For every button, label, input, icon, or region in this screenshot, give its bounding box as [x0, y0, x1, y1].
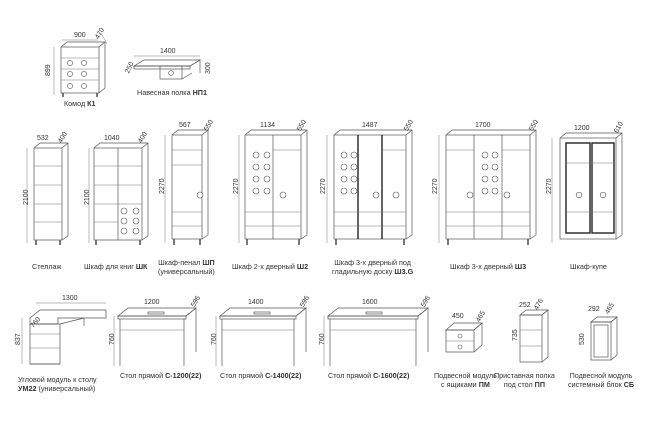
s1400-caption: Стол прямой С-1400(22): [220, 371, 302, 380]
komod-drawing: 900 470 899: [45, 27, 108, 97]
s1400-height: 760: [211, 333, 218, 345]
s1200-drawing: 1200 596 760: [109, 295, 202, 366]
stellazh-drawing: 532 400 2100: [23, 131, 69, 245]
um22-drawing: 1300 837 760: [15, 295, 107, 365]
sh3-drawing: 1700 550 2270: [432, 119, 540, 245]
pp-width: 252: [519, 302, 531, 309]
sh2-caption: Шкаф 2-х дверный Ш2: [232, 262, 309, 271]
sb-width: 292: [588, 306, 600, 313]
sh3-depth: 550: [528, 119, 540, 133]
s1600-code: С-1600(22): [373, 371, 410, 380]
shkaf-knig-height: 2100: [84, 189, 91, 205]
sh2-width: 1134: [260, 122, 275, 129]
polka-code: НП1: [192, 88, 207, 97]
sb-depth: 465: [604, 302, 616, 316]
sh3g-depth: 550: [403, 119, 415, 133]
shkaf-knig-code: ШК: [135, 262, 148, 271]
penal-code: ШП: [202, 258, 215, 267]
stellazh-height: 2100: [23, 189, 30, 205]
um22-height: 837: [15, 333, 22, 345]
um22-caption: Угловой модуль к столу УМ22 (универсальн…: [18, 375, 97, 393]
sh3g-drawing: 1487 550 2270: [320, 119, 415, 245]
sh3g-width: 1487: [362, 122, 378, 129]
s1600-caption: Стол прямой С-1600(22): [328, 371, 410, 380]
s1200-depth: 596: [190, 295, 202, 309]
sb-code: СБ: [623, 379, 635, 389]
um22-width: 1300: [62, 295, 78, 302]
polka-drawing: 1400 250 300: [124, 48, 212, 80]
shkaf-knig-width: 1040: [104, 135, 120, 142]
um22-code: УМ22: [18, 383, 37, 393]
s1600-depth: 596: [420, 295, 432, 309]
pm-drawing: 450 465: [445, 310, 487, 353]
sh3g-height: 2270: [320, 178, 327, 194]
s1200-width: 1200: [144, 299, 160, 306]
polka-width: 1400: [160, 48, 176, 55]
pm-depth: 465: [475, 310, 487, 324]
komod-depth: 470: [94, 27, 106, 41]
komod-caption: Комод К1: [64, 99, 96, 108]
sh3g-code: Ш3.G: [394, 266, 414, 276]
sh2-drawing: 1134 550 2270: [233, 119, 308, 245]
s1400-width: 1400: [248, 299, 264, 306]
penal-caption: Шкаф-пенал ШП (универсальный): [158, 258, 215, 276]
penal-width: 567: [179, 122, 191, 129]
sh3-width: 1700: [475, 122, 491, 129]
penal-drawing: 567 550 2270: [159, 119, 215, 245]
pm-width: 450: [452, 313, 464, 320]
kupe-caption: Шкаф-купе: [570, 262, 607, 271]
kupe-width: 1200: [574, 125, 590, 132]
s1600-height: 760: [319, 333, 326, 345]
s1400-drawing: 1400 596 760: [211, 295, 311, 366]
pp-caption: Приставная полка под стол ПП: [494, 371, 555, 389]
polka-height: 300: [205, 62, 212, 74]
pm-caption: Подвесной модуль с ящиками ПМ: [434, 371, 497, 389]
sh3-code: Ш3: [514, 262, 527, 271]
kupe-depth: 610: [613, 121, 625, 135]
stellazh-width: 532: [37, 135, 49, 142]
polka-depth: 250: [124, 61, 135, 75]
sb-caption: Подвесной модуль системный блок СБ: [568, 371, 635, 389]
penal-height: 2270: [159, 178, 166, 194]
pp-drawing: 252 476 735: [512, 298, 549, 363]
sh3-caption: Шкаф 3-х дверный Ш3: [450, 262, 527, 271]
s1600-drawing: 1600 596 760: [319, 295, 432, 366]
penal-depth: 550: [203, 119, 215, 133]
s1200-height: 760: [109, 333, 116, 345]
shkaf-knig-caption: Шкаф для книг ШК: [84, 262, 148, 271]
s1600-width: 1600: [362, 299, 378, 306]
kupe-drawing: 1200 610 2270: [546, 121, 625, 243]
komod-width: 900: [74, 32, 86, 39]
um22-depth: 760: [29, 316, 42, 330]
pp-height: 735: [512, 329, 519, 341]
s1200-caption: Стол прямой С-1200(22): [120, 371, 202, 380]
pp-depth: 476: [533, 298, 545, 312]
polka-caption: Навесная полка НП1: [137, 88, 207, 97]
stellazh-depth: 400: [57, 131, 69, 145]
stellazh-caption: Стеллаж: [32, 262, 62, 271]
s1200-code: С-1200(22): [165, 371, 202, 380]
s1400-code: С-1400(22): [265, 371, 302, 380]
s1400-depth: 596: [299, 295, 311, 309]
sh2-height: 2270: [233, 178, 240, 194]
sb-height: 530: [579, 333, 586, 345]
sh3-height: 2270: [432, 178, 439, 194]
sh2-code: Ш2: [296, 262, 309, 271]
kupe-height: 2270: [546, 178, 553, 194]
komod-height: 899: [45, 64, 52, 76]
pp-code: ПП: [534, 379, 545, 389]
shkaf-knig-drawing: 1040 400 2100: [84, 131, 149, 245]
shkaf-knig-depth: 400: [137, 131, 149, 145]
pm-code: ПМ: [478, 379, 490, 389]
sh3g-caption: Шкаф 3-х дверный под гладильную доску Ш3…: [332, 258, 414, 276]
sb-drawing: 292 465 530: [579, 302, 618, 361]
komod-code: К1: [87, 99, 96, 108]
sh2-depth: 550: [296, 119, 308, 133]
